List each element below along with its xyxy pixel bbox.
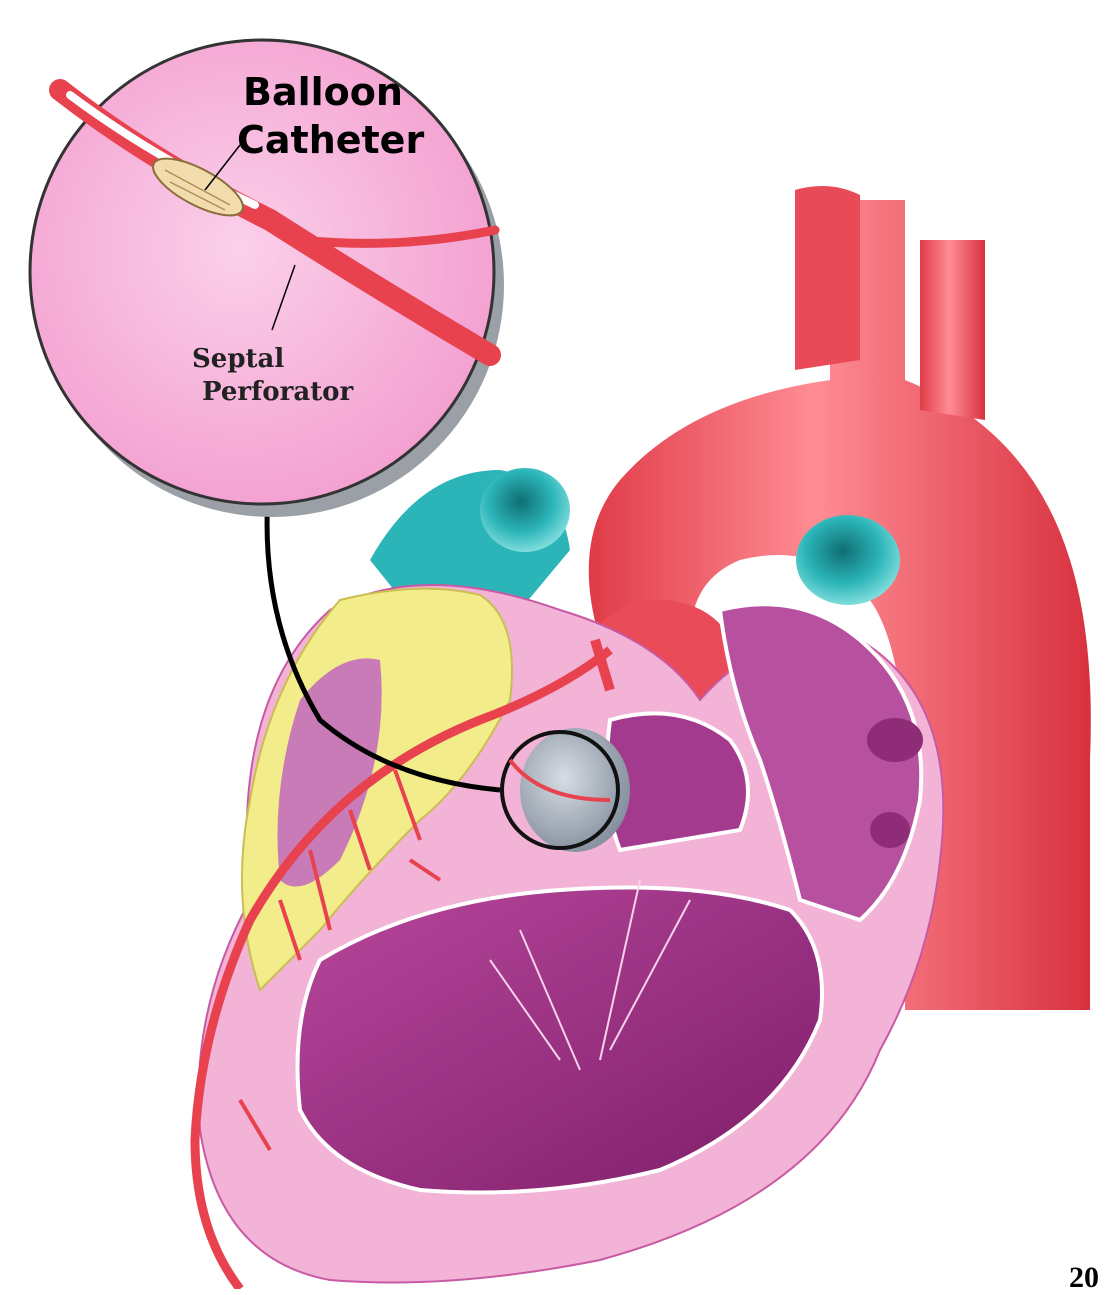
septal-target bbox=[502, 728, 630, 852]
septal-label-line2: Perforator bbox=[202, 377, 354, 407]
heart-body bbox=[199, 585, 944, 1283]
page-number: 20 bbox=[1069, 1261, 1099, 1295]
balloon-label-line1: Balloon bbox=[243, 70, 403, 114]
balloon-label-line2: Catheter bbox=[237, 118, 424, 162]
septal-label-line1: Septal bbox=[192, 344, 284, 374]
